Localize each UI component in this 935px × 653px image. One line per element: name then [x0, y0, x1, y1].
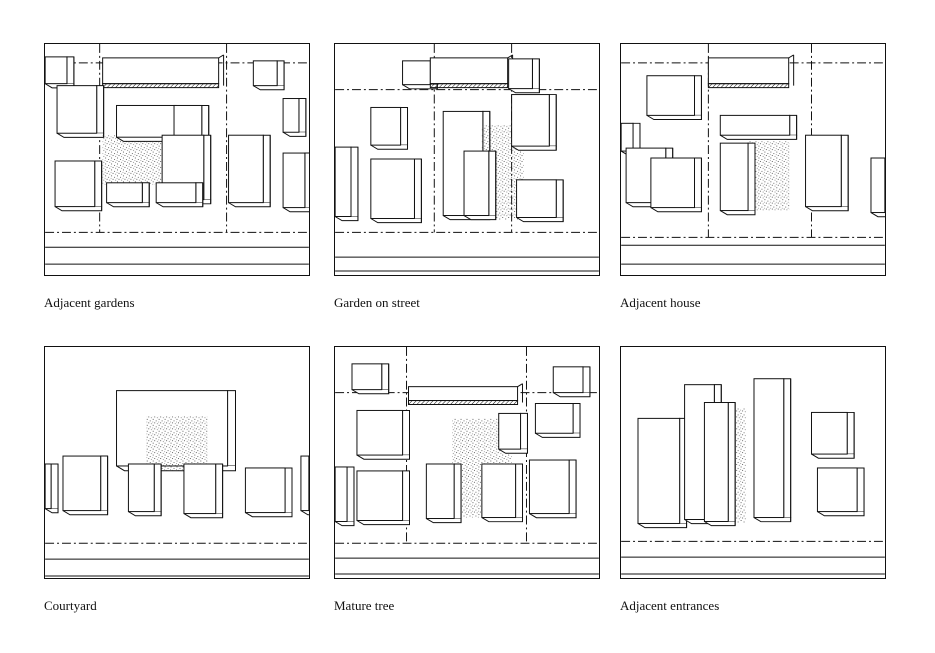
- building-block: [703, 402, 736, 527]
- building-block: [370, 106, 409, 150]
- panel-mature-tree: [334, 346, 600, 579]
- building-block: [106, 182, 150, 208]
- long-building: [408, 383, 524, 405]
- building-block: [370, 158, 422, 224]
- panel-adjacent-gardens: [44, 43, 310, 276]
- building-block: [45, 463, 59, 514]
- building-block: [282, 152, 309, 213]
- building-block: [62, 455, 109, 516]
- building-block: [810, 411, 855, 459]
- diagram-adjacent-house: [621, 44, 885, 265]
- long-building: [429, 54, 514, 89]
- garden-area: [146, 416, 208, 471]
- building-block: [252, 60, 285, 91]
- building-block: [228, 134, 271, 208]
- building-block: [300, 455, 309, 516]
- building-block: [719, 114, 798, 140]
- diagram-adjacent-entrances: [621, 378, 885, 575]
- building-block: [351, 363, 390, 395]
- building-block: [155, 182, 204, 208]
- building-block: [528, 459, 577, 519]
- panel-courtyard: [44, 346, 310, 579]
- caption-courtyard: Courtyard: [44, 598, 97, 613]
- building-block: [425, 463, 462, 524]
- caption-adjacent-house: Adjacent house: [620, 295, 701, 310]
- building-block: [511, 94, 557, 151]
- caption-mature-tree: Mature tree: [334, 598, 395, 613]
- building-block: [282, 98, 307, 137]
- building-block: [183, 463, 224, 519]
- building-block: [481, 463, 524, 523]
- building-block: [508, 58, 540, 94]
- building-block: [127, 463, 162, 517]
- building-block: [335, 466, 355, 527]
- building-block: [534, 403, 581, 438]
- diagram-adjacent-gardens: [45, 44, 309, 265]
- building-block: [356, 470, 410, 526]
- building-block: [552, 366, 591, 398]
- building-block: [753, 378, 792, 523]
- diagram-courtyard: [45, 390, 309, 577]
- building-block: [498, 412, 528, 454]
- building-block: [637, 417, 688, 529]
- building-block: [45, 56, 75, 89]
- panel-adjacent-entrances: [620, 346, 886, 579]
- building-block: [805, 134, 849, 212]
- building-block: [816, 467, 865, 517]
- building-block: [719, 142, 756, 216]
- caption-adjacent-entrances: Adjacent entrances: [620, 598, 720, 613]
- caption-garden-on-street: Garden on street: [334, 295, 420, 310]
- building-block: [56, 85, 105, 138]
- diagram-garden-on-street: [335, 44, 599, 272]
- building-block: [516, 179, 564, 223]
- building-block: [244, 467, 293, 518]
- building-block: [356, 409, 410, 460]
- building-block: [650, 157, 702, 213]
- building-block: [54, 160, 103, 212]
- long-building: [102, 54, 225, 89]
- building-block: [646, 75, 702, 121]
- panel-garden-on-street: [334, 43, 600, 276]
- long-building: [707, 54, 795, 89]
- panel-adjacent-house: [620, 43, 886, 276]
- building-block: [335, 146, 359, 222]
- diagram-mature-tree: [335, 347, 599, 575]
- building-block: [870, 157, 885, 218]
- caption-adjacent-gardens: Adjacent gardens: [44, 295, 135, 310]
- building-block: [463, 150, 497, 221]
